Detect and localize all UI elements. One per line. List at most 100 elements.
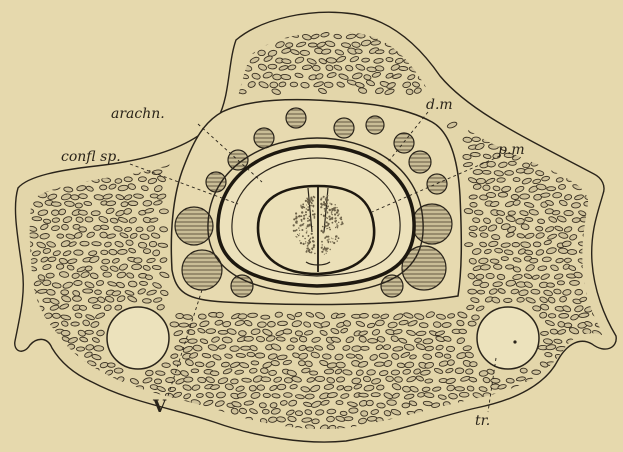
- cartilage-cell: [391, 432, 399, 438]
- grey-matter-dot: [307, 209, 309, 211]
- cartilage-cell: [596, 368, 605, 375]
- cartilage-cell: [85, 88, 93, 94]
- cartilage-cell: [56, 433, 66, 440]
- cartilage-cell: [13, 352, 21, 358]
- cartilage-cell: [589, 152, 599, 159]
- cartilage-cell: [604, 119, 615, 127]
- vessel: [231, 275, 253, 297]
- cartilage-cell: [153, 43, 161, 48]
- cartilage-cell: [130, 42, 139, 47]
- cartilage-cell: [588, 96, 595, 102]
- grey-matter-dot: [312, 240, 314, 242]
- cartilage-cell: [268, 417, 277, 423]
- cartilage-cell: [166, 105, 173, 110]
- cartilage-cell: [447, 426, 457, 434]
- cartilage-cell: [429, 57, 439, 62]
- cartilage-cell: [470, 73, 479, 79]
- cartilage-cell: [554, 98, 563, 104]
- cartilage-cell: [49, 432, 58, 440]
- cartilage-cell: [434, 24, 444, 32]
- cartilage-cell: [464, 431, 473, 438]
- cartilage-cell: [23, 152, 31, 158]
- cartilage-cell: [181, 115, 189, 120]
- grey-matter-dot: [326, 221, 328, 223]
- vessel: [366, 116, 384, 134]
- cartilage-cell: [306, 347, 313, 352]
- cartilage-cell: [71, 385, 81, 390]
- cartilage-cell: [97, 409, 105, 414]
- grey-matter-dot: [322, 247, 323, 248]
- cartilage-cell: [573, 352, 582, 359]
- cartilage-cell: [79, 194, 88, 199]
- cartilage-cell: [105, 442, 115, 447]
- cartilage-cell: [127, 153, 136, 160]
- cartilage-cell: [595, 223, 605, 231]
- cartilage-cell: [455, 386, 465, 391]
- grey-matter-dot: [327, 251, 328, 252]
- cartilage-cell: [497, 89, 504, 95]
- cartilage-cell: [15, 66, 24, 73]
- cartilage-cell: [581, 120, 589, 127]
- cartilage-cell: [257, 322, 266, 328]
- cartilage-cell: [34, 426, 42, 432]
- cartilage-cell: [123, 401, 133, 408]
- cartilage-cell: [61, 224, 69, 230]
- cartilage-cell: [262, 409, 269, 414]
- cartilage-cell: [481, 25, 490, 31]
- grey-matter-dot: [331, 218, 333, 220]
- cartilage-cell: [528, 74, 536, 80]
- cartilage-cell: [349, 408, 359, 414]
- cartilage-cell: [142, 25, 152, 32]
- cartilage-cell: [55, 25, 64, 30]
- grey-matter-dot: [321, 241, 323, 243]
- cartilage-cell: [39, 96, 47, 102]
- cartilage-cell: [402, 403, 410, 408]
- cartilage-cell: [497, 274, 505, 280]
- cartilage-cell: [142, 40, 152, 47]
- cartilage-cell: [76, 41, 86, 46]
- cartilage-cell: [546, 441, 557, 449]
- cartilage-cell: [608, 371, 616, 376]
- cartilage-cell: [529, 112, 540, 120]
- grey-matter-dot: [299, 230, 300, 231]
- cartilage-cell: [599, 114, 607, 120]
- cartilage-cell: [584, 379, 592, 383]
- cartilage-cell: [494, 107, 502, 111]
- cartilage-cell: [93, 95, 102, 102]
- cartilage-cell: [271, 442, 279, 446]
- cartilage-cell: [466, 66, 474, 72]
- cartilage-cell: [611, 400, 619, 406]
- cartilage-cell: [611, 39, 621, 47]
- cartilage-cell: [616, 393, 623, 400]
- cartilage-cell: [50, 384, 58, 390]
- cartilage-cell: [612, 199, 621, 206]
- cartilage-cell: [554, 130, 562, 137]
- cartilage-cell: [580, 106, 589, 112]
- cartilage-cell: [564, 81, 573, 88]
- cartilage-cell: [84, 137, 91, 142]
- cartilage-cell: [214, 64, 224, 70]
- cartilage-cell: [607, 273, 615, 279]
- cartilage-cell: [557, 121, 567, 128]
- cartilage-cell: [472, 315, 480, 320]
- cartilage-cell: [546, 376, 556, 384]
- cartilage-cell: [559, 426, 567, 433]
- cartilage-cell: [21, 406, 32, 414]
- cartilage-cell: [5, 402, 14, 408]
- cartilage-cell: [121, 26, 131, 31]
- cartilage-cell: [451, 71, 461, 79]
- cartilage-cell: [180, 417, 190, 425]
- cartilage-cell: [379, 353, 388, 359]
- cartilage-cell: [100, 232, 108, 238]
- cartilage-cell: [79, 113, 87, 118]
- grey-matter-dot: [323, 201, 325, 203]
- cartilage-cell: [506, 378, 515, 384]
- label-tr: tr.: [475, 414, 490, 428]
- cartilage-cell: [546, 72, 554, 77]
- grey-matter-dot: [337, 240, 338, 241]
- cartilage-cell: [179, 338, 188, 343]
- grey-matter-dot: [296, 216, 297, 217]
- cartilage-cell: [590, 351, 599, 358]
- cartilage-cell: [605, 26, 615, 33]
- grey-matter-dot: [307, 224, 308, 225]
